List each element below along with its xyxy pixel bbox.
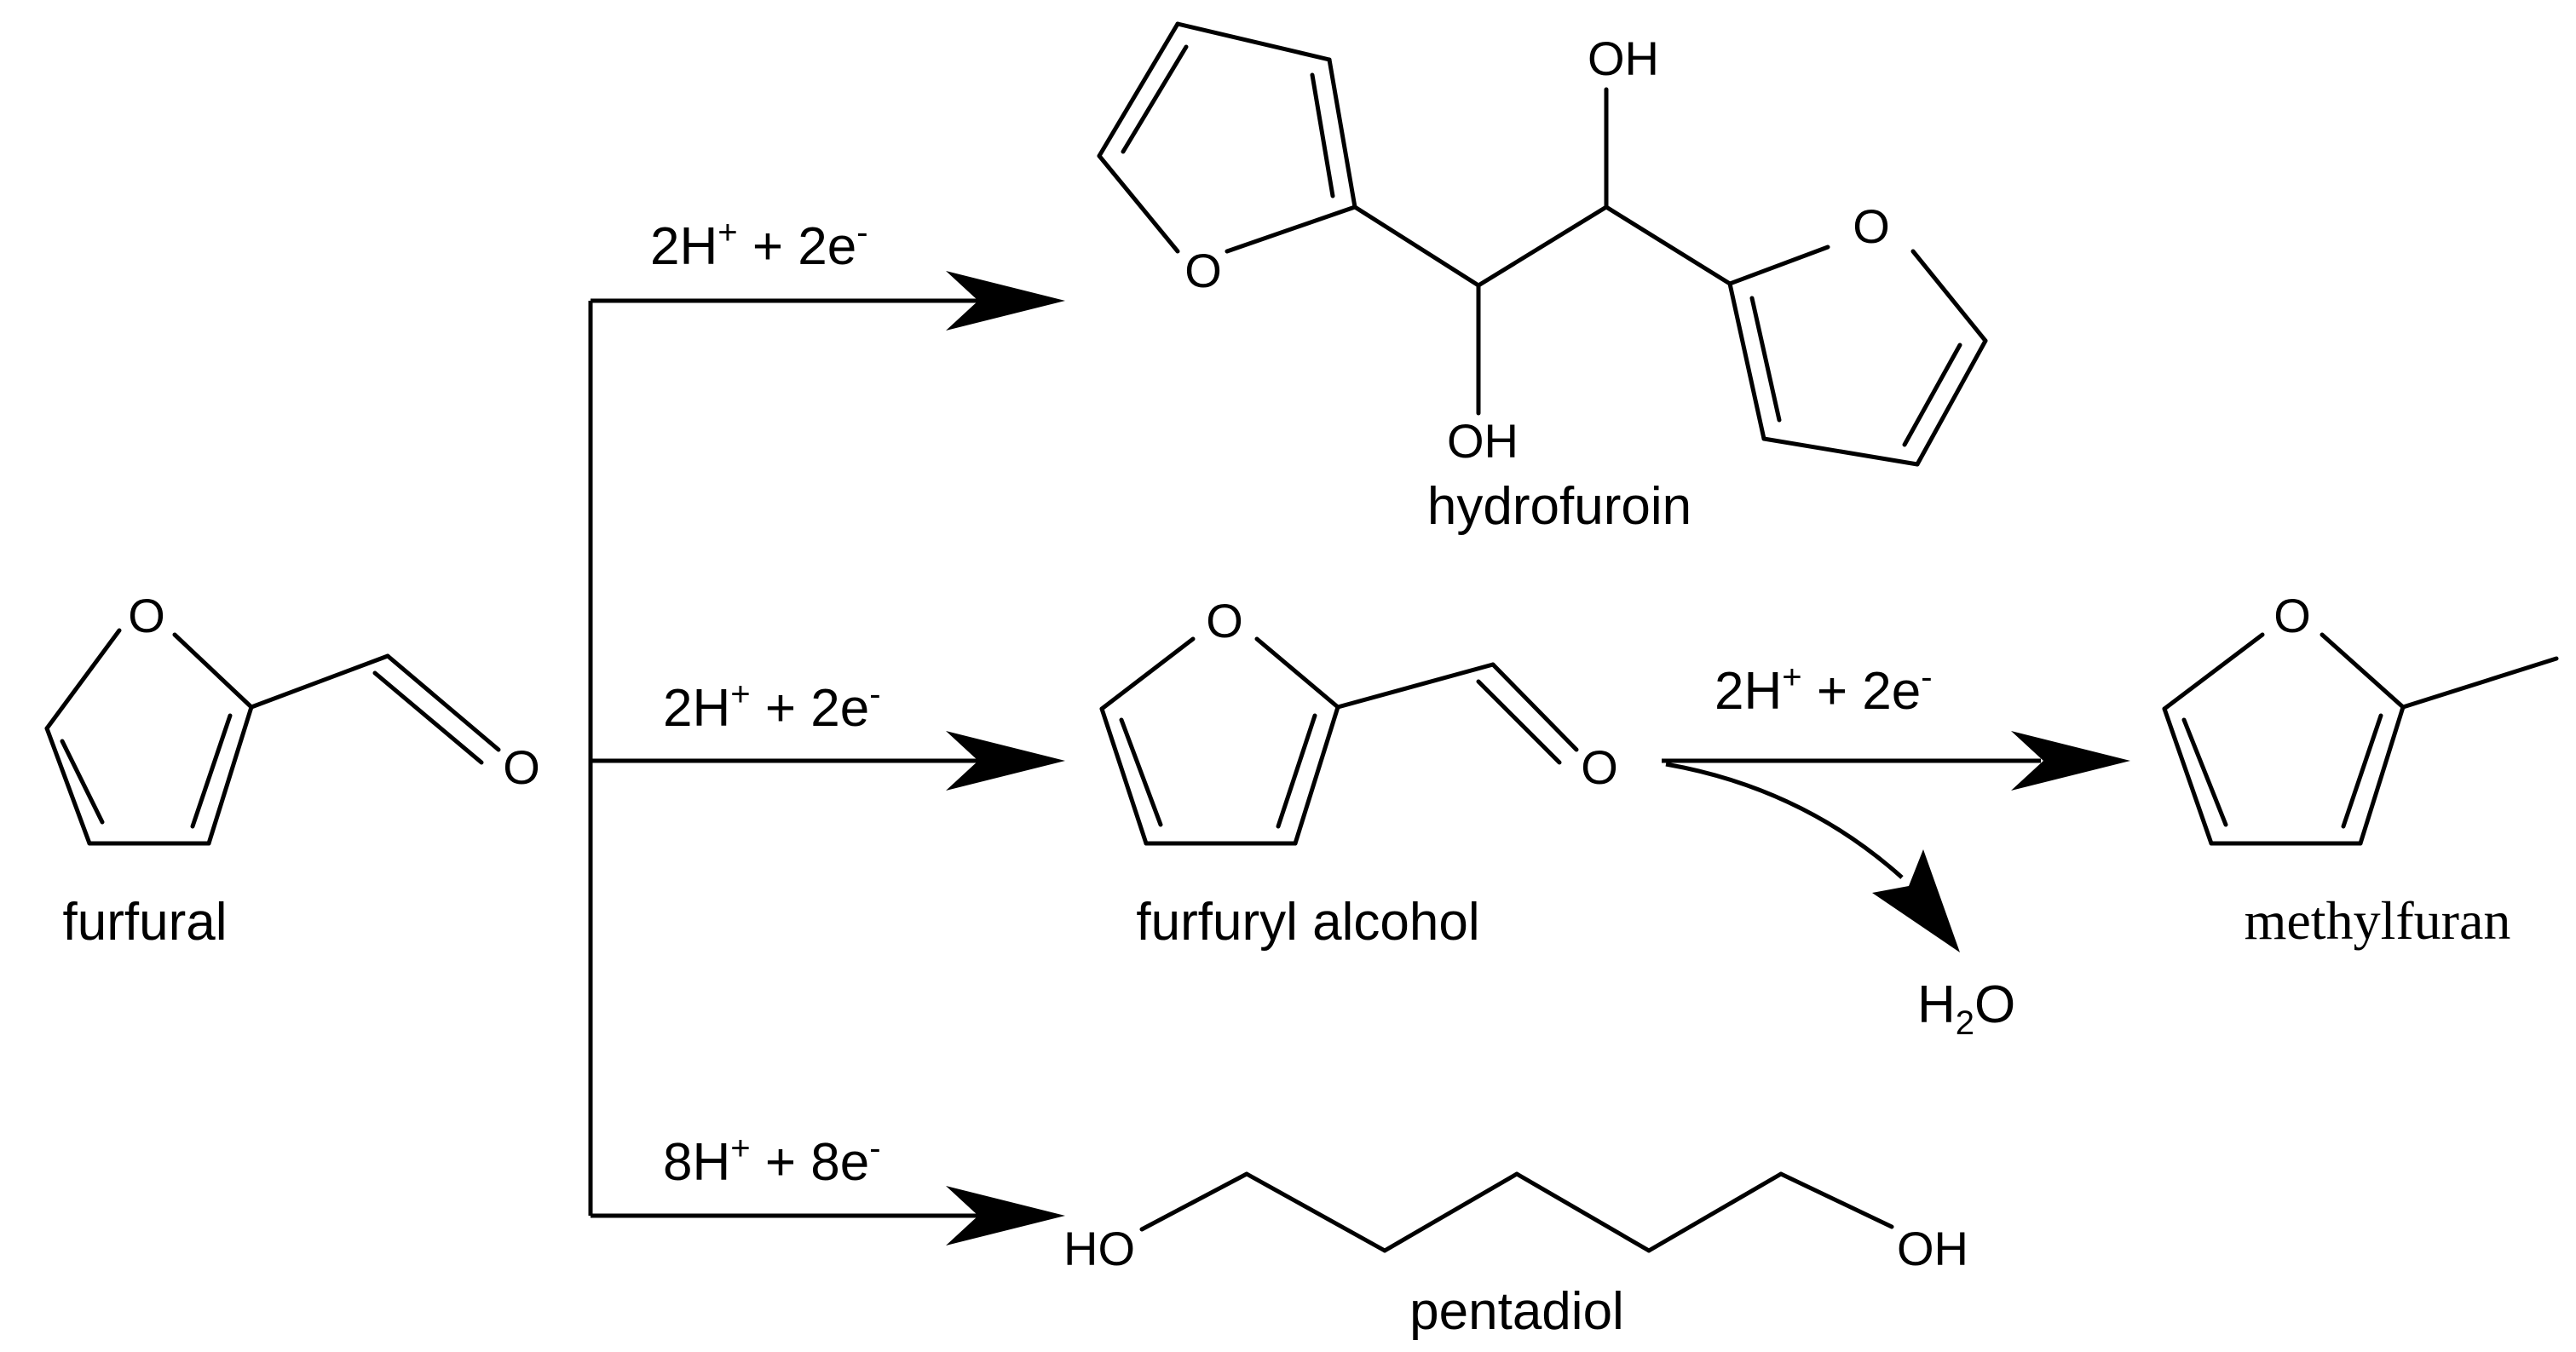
reagent-top: 2H+ + 2e- bbox=[650, 214, 868, 276]
reagent-bottom: 8H+ + 8e- bbox=[663, 1130, 881, 1192]
hydrofuroin-label: hydrofuroin bbox=[1427, 477, 1691, 536]
pentadiol-oh-right: OH bbox=[1897, 1222, 1968, 1275]
furfuryl-alcohol-ring-oxygen: O bbox=[1206, 594, 1243, 647]
hydrofuroin-left-ring-oxygen: O bbox=[1184, 244, 1222, 297]
furfural-structure bbox=[44, 628, 501, 846]
arrow-head-bottom bbox=[946, 1186, 1065, 1246]
hydrofuroin-structure bbox=[1097, 21, 1988, 467]
furfuryl-alcohol-structure bbox=[1099, 636, 1579, 846]
furfuryl-alcohol-label: furfuryl alcohol bbox=[1136, 893, 1479, 952]
methylfuran-label: methylfuran bbox=[2245, 890, 2511, 951]
pentadiol-ho-left: HO bbox=[1063, 1222, 1135, 1275]
water-arrow-head bbox=[1872, 849, 1960, 952]
reagent-middle: 2H+ + 2e- bbox=[663, 676, 881, 738]
arrow-head-top bbox=[946, 271, 1065, 331]
branch-connector bbox=[588, 298, 980, 1218]
pentadiol-label: pentadiol bbox=[1409, 1282, 1624, 1341]
hydrofuroin-oh-bottom: OH bbox=[1447, 414, 1519, 468]
furfural-label: furfural bbox=[63, 893, 228, 952]
water-branch-curve bbox=[1665, 762, 1904, 879]
furfural-carbonyl-oxygen: O bbox=[503, 740, 540, 794]
arrow-head-middle bbox=[946, 731, 1065, 791]
second-step-arrow-head bbox=[2011, 731, 2130, 791]
methylfuran-structure bbox=[2162, 632, 2559, 846]
reagent-second-step: 2H+ + 2e- bbox=[1714, 659, 1933, 721]
hydrofuroin-right-ring-oxygen: O bbox=[1853, 199, 1890, 253]
water-label: H2O bbox=[1917, 975, 2015, 1042]
pentadiol-structure bbox=[1139, 1171, 1894, 1253]
hydrofuroin-oh-top: OH bbox=[1588, 32, 1659, 85]
furfural-ring-oxygen: O bbox=[128, 589, 165, 642]
furfuryl-alcohol-carbonyl-oxygen: O bbox=[1581, 740, 1618, 794]
methylfuran-ring-oxygen: O bbox=[2273, 589, 2311, 642]
